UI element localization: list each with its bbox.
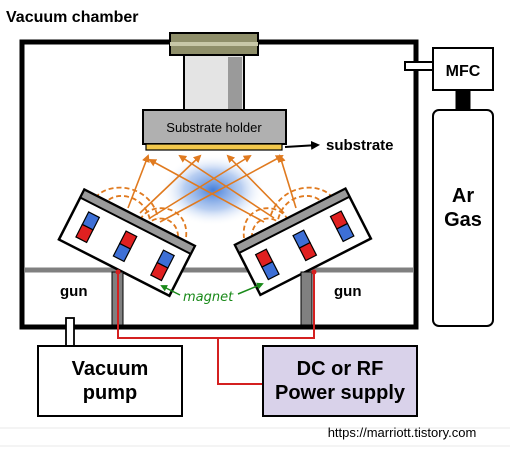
substrate-label: substrate <box>326 137 394 154</box>
mfc-label: MFC <box>446 63 481 80</box>
vacuum-pump-label-line1: Vacuum <box>72 358 149 380</box>
ar-gas-label-line2: Gas <box>444 209 482 231</box>
ar-gas-cylinder <box>432 109 494 327</box>
top-flange-stripe <box>170 42 258 46</box>
vacuum-pump <box>37 345 183 417</box>
magnet-pair-left-1 <box>75 211 101 244</box>
gun-right-target <box>233 187 351 255</box>
gun-left <box>57 187 197 298</box>
magnet-pair-right-2 <box>292 229 318 262</box>
ar-gas-label-line1: Ar <box>452 185 474 207</box>
magnet-pair-right-1 <box>254 248 280 281</box>
gun-right-post <box>300 271 313 326</box>
magnet-pair-left-2 <box>112 230 138 263</box>
wire-node-left <box>115 269 121 275</box>
power-supply <box>262 345 418 417</box>
magnet-pair-right-3 <box>329 210 355 243</box>
gun-left-target <box>78 188 197 256</box>
magnet-arrow-right <box>237 282 264 295</box>
power-supply-label-line2: Power supply <box>275 382 406 404</box>
wire-node-right <box>311 269 317 275</box>
mfc-box <box>432 47 494 91</box>
pump-pipe <box>65 317 75 349</box>
magnet-arrow-left <box>160 285 181 296</box>
substrate <box>145 143 283 151</box>
magnet-label: magnet <box>183 290 234 305</box>
diagram-title: Vacuum chamber <box>6 9 139 26</box>
gun-right-label: gun <box>334 283 362 300</box>
holder-shaft-shade <box>228 57 242 109</box>
gun-right <box>233 187 373 297</box>
gun-left-label: gun <box>60 283 88 300</box>
power-wiring <box>117 272 315 385</box>
substrate-holder-label: Substrate holder <box>166 120 262 135</box>
magnet-pair-left-3 <box>149 249 175 282</box>
gas-valve <box>455 89 471 111</box>
background-grid <box>0 427 510 447</box>
substrate-holder <box>142 109 287 145</box>
gas-inlet-pipe <box>404 61 436 71</box>
power-supply-label-line1: DC or RF <box>297 358 384 380</box>
substrate-pointer-arrow <box>284 140 320 150</box>
vacuum-pump-label-line2: pump <box>83 382 137 404</box>
watermark-url: https://marriott.tistory.com <box>328 425 477 440</box>
